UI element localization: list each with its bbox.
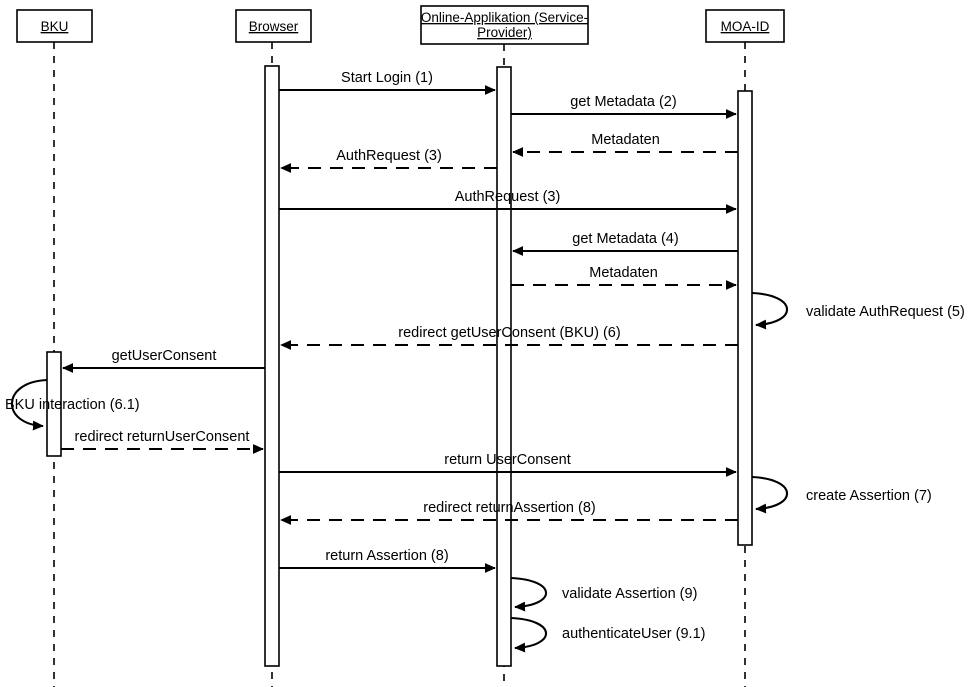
self-message-label-5: authenticateUser (9.1): [562, 626, 705, 642]
participant-label-bku: BKU: [41, 19, 69, 34]
participant-box-rect-moaid: [705, 9, 785, 43]
message-11: return UserConsent: [279, 452, 737, 477]
participant-label-browser: Browser: [249, 19, 299, 34]
message-8: redirect getUserConsent (BKU) (6): [280, 325, 738, 350]
self-message-label-3: create Assertion (7): [806, 488, 932, 504]
self-message-2: BKU interaction (6.1): [5, 378, 140, 431]
message-12: redirect returnAssertion (8): [280, 500, 738, 525]
self-message-5: authenticateUser (9.1): [510, 616, 705, 653]
message-label-11: return UserConsent: [444, 452, 571, 468]
message-label-9: getUserConsent: [112, 348, 217, 364]
message-label-10: redirect returnUserConsent: [75, 429, 250, 445]
self-message-arc-1: [751, 291, 788, 330]
message-label-7: Metadaten: [589, 265, 658, 281]
message-label-5: AuthRequest (3): [455, 189, 561, 205]
activation-bar-moaid: [737, 90, 753, 546]
activation-bar-browser: [264, 65, 280, 667]
message-label-3: Metadaten: [591, 132, 660, 148]
self-message-arc-3: [751, 475, 788, 514]
message-5: AuthRequest (3): [279, 189, 737, 214]
activations-layer: [46, 65, 753, 667]
self-message-arc-2: [10, 378, 48, 431]
message-3: Metadaten: [512, 132, 738, 157]
participant-label-oa-line2: Provider): [477, 25, 532, 40]
self-message-4: validate Assertion (9): [510, 576, 697, 612]
participant-box-bku[interactable]: BKU: [16, 9, 93, 43]
message-label-2: get Metadata (2): [570, 94, 676, 110]
self-message-1: validate AuthRequest (5): [751, 291, 965, 330]
messages-layer: Start Login (1) get Metadata (2) Metadaten…: [61, 70, 738, 573]
participant-box-browser[interactable]: Browser: [235, 9, 312, 43]
message-6: get Metadata (4): [512, 231, 738, 256]
self-message-3: create Assertion (7): [751, 475, 932, 514]
participant-box-rect-oa: [420, 5, 589, 45]
participant-box-rect-bku: [16, 9, 93, 43]
message-label-1: Start Login (1): [341, 70, 433, 86]
message-label-6: get Metadata (4): [572, 231, 678, 247]
self-message-label-4: validate Assertion (9): [562, 586, 697, 602]
message-label-12: redirect returnAssertion (8): [423, 500, 595, 516]
message-4: AuthRequest (3): [280, 148, 497, 173]
message-label-13: return Assertion (8): [325, 548, 448, 564]
self-message-arc-4: [510, 576, 547, 612]
message-2: get Metadata (2): [511, 94, 737, 119]
message-label-4: AuthRequest (3): [336, 148, 442, 164]
message-label-8: redirect getUserConsent (BKU) (6): [398, 325, 620, 341]
self-message-label-2: BKU interaction (6.1): [5, 397, 140, 413]
message-10: redirect returnUserConsent: [61, 429, 264, 454]
message-9: getUserConsent: [62, 348, 265, 373]
participant-box-oa[interactable]: Online-Applikation (Service-Provider): [420, 5, 589, 45]
message-1: Start Login (1): [279, 70, 496, 95]
participant-label-oa: Online-Applikation (Service-: [421, 10, 588, 25]
activation-bar-bku: [46, 351, 62, 457]
participant-box-rect-browser: [235, 9, 312, 43]
message-13: return Assertion (8): [279, 548, 496, 573]
activation-bar-oa: [496, 66, 512, 667]
self-messages-layer: validate AuthRequest (5) BKU interaction …: [5, 291, 965, 653]
participant-box-moaid[interactable]: MOA-ID: [705, 9, 785, 43]
self-message-arc-5: [510, 616, 547, 653]
participant-label-moaid: MOA-ID: [721, 19, 770, 34]
message-7: Metadaten: [511, 265, 737, 290]
participant-boxes-layer: BKU Browser Online-Applikation (Service-Pr…: [16, 5, 785, 45]
self-message-label-1: validate AuthRequest (5): [806, 304, 965, 320]
